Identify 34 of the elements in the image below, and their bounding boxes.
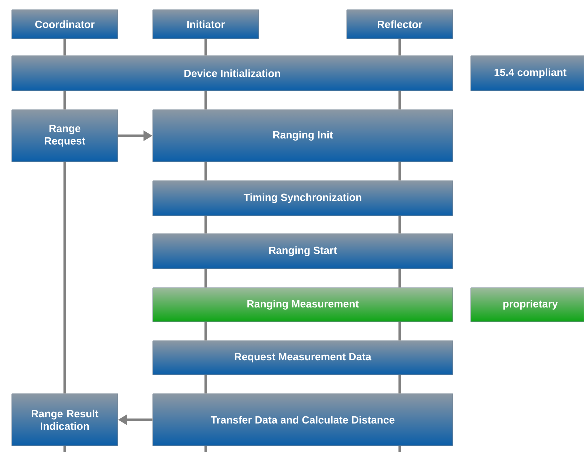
tag-box: proprietary <box>470 288 584 322</box>
lifeline <box>64 39 66 56</box>
lifeline <box>204 375 208 394</box>
process-box: Ranging Start <box>152 234 454 270</box>
process-box: Timing Synchronization <box>152 180 454 216</box>
process-box: Device Initialization <box>12 56 454 92</box>
tag-box: 15.4 compliant <box>470 56 584 92</box>
lifeline <box>204 39 208 56</box>
process-box: Request Measurement Data <box>152 340 454 376</box>
lifeline <box>398 375 402 394</box>
lifeline <box>398 322 402 341</box>
process-box: Range Result Indication <box>12 394 118 446</box>
lifeline <box>204 91 208 110</box>
lifeline <box>204 216 208 234</box>
lifeline <box>204 446 208 452</box>
lifeline <box>398 39 402 56</box>
lifeline <box>398 91 402 110</box>
lifeline <box>204 322 208 341</box>
lifeline <box>398 162 402 181</box>
process-box: Transfer Data and Calculate Distance <box>152 394 454 446</box>
lane-header: Coordinator <box>12 10 118 40</box>
lane-header: Reflector <box>346 10 454 40</box>
lifeline <box>398 216 402 234</box>
process-box: Ranging Measurement <box>152 288 454 322</box>
lifeline <box>64 446 66 452</box>
process-box: Range Request <box>12 110 118 162</box>
lifeline <box>398 269 402 288</box>
lifeline <box>204 269 208 288</box>
lifeline <box>204 162 208 181</box>
lifeline <box>398 446 402 452</box>
lane-header: Initiator <box>152 10 260 40</box>
lifeline <box>64 162 66 394</box>
process-box: Ranging Init <box>152 110 454 162</box>
lifeline <box>64 91 66 110</box>
